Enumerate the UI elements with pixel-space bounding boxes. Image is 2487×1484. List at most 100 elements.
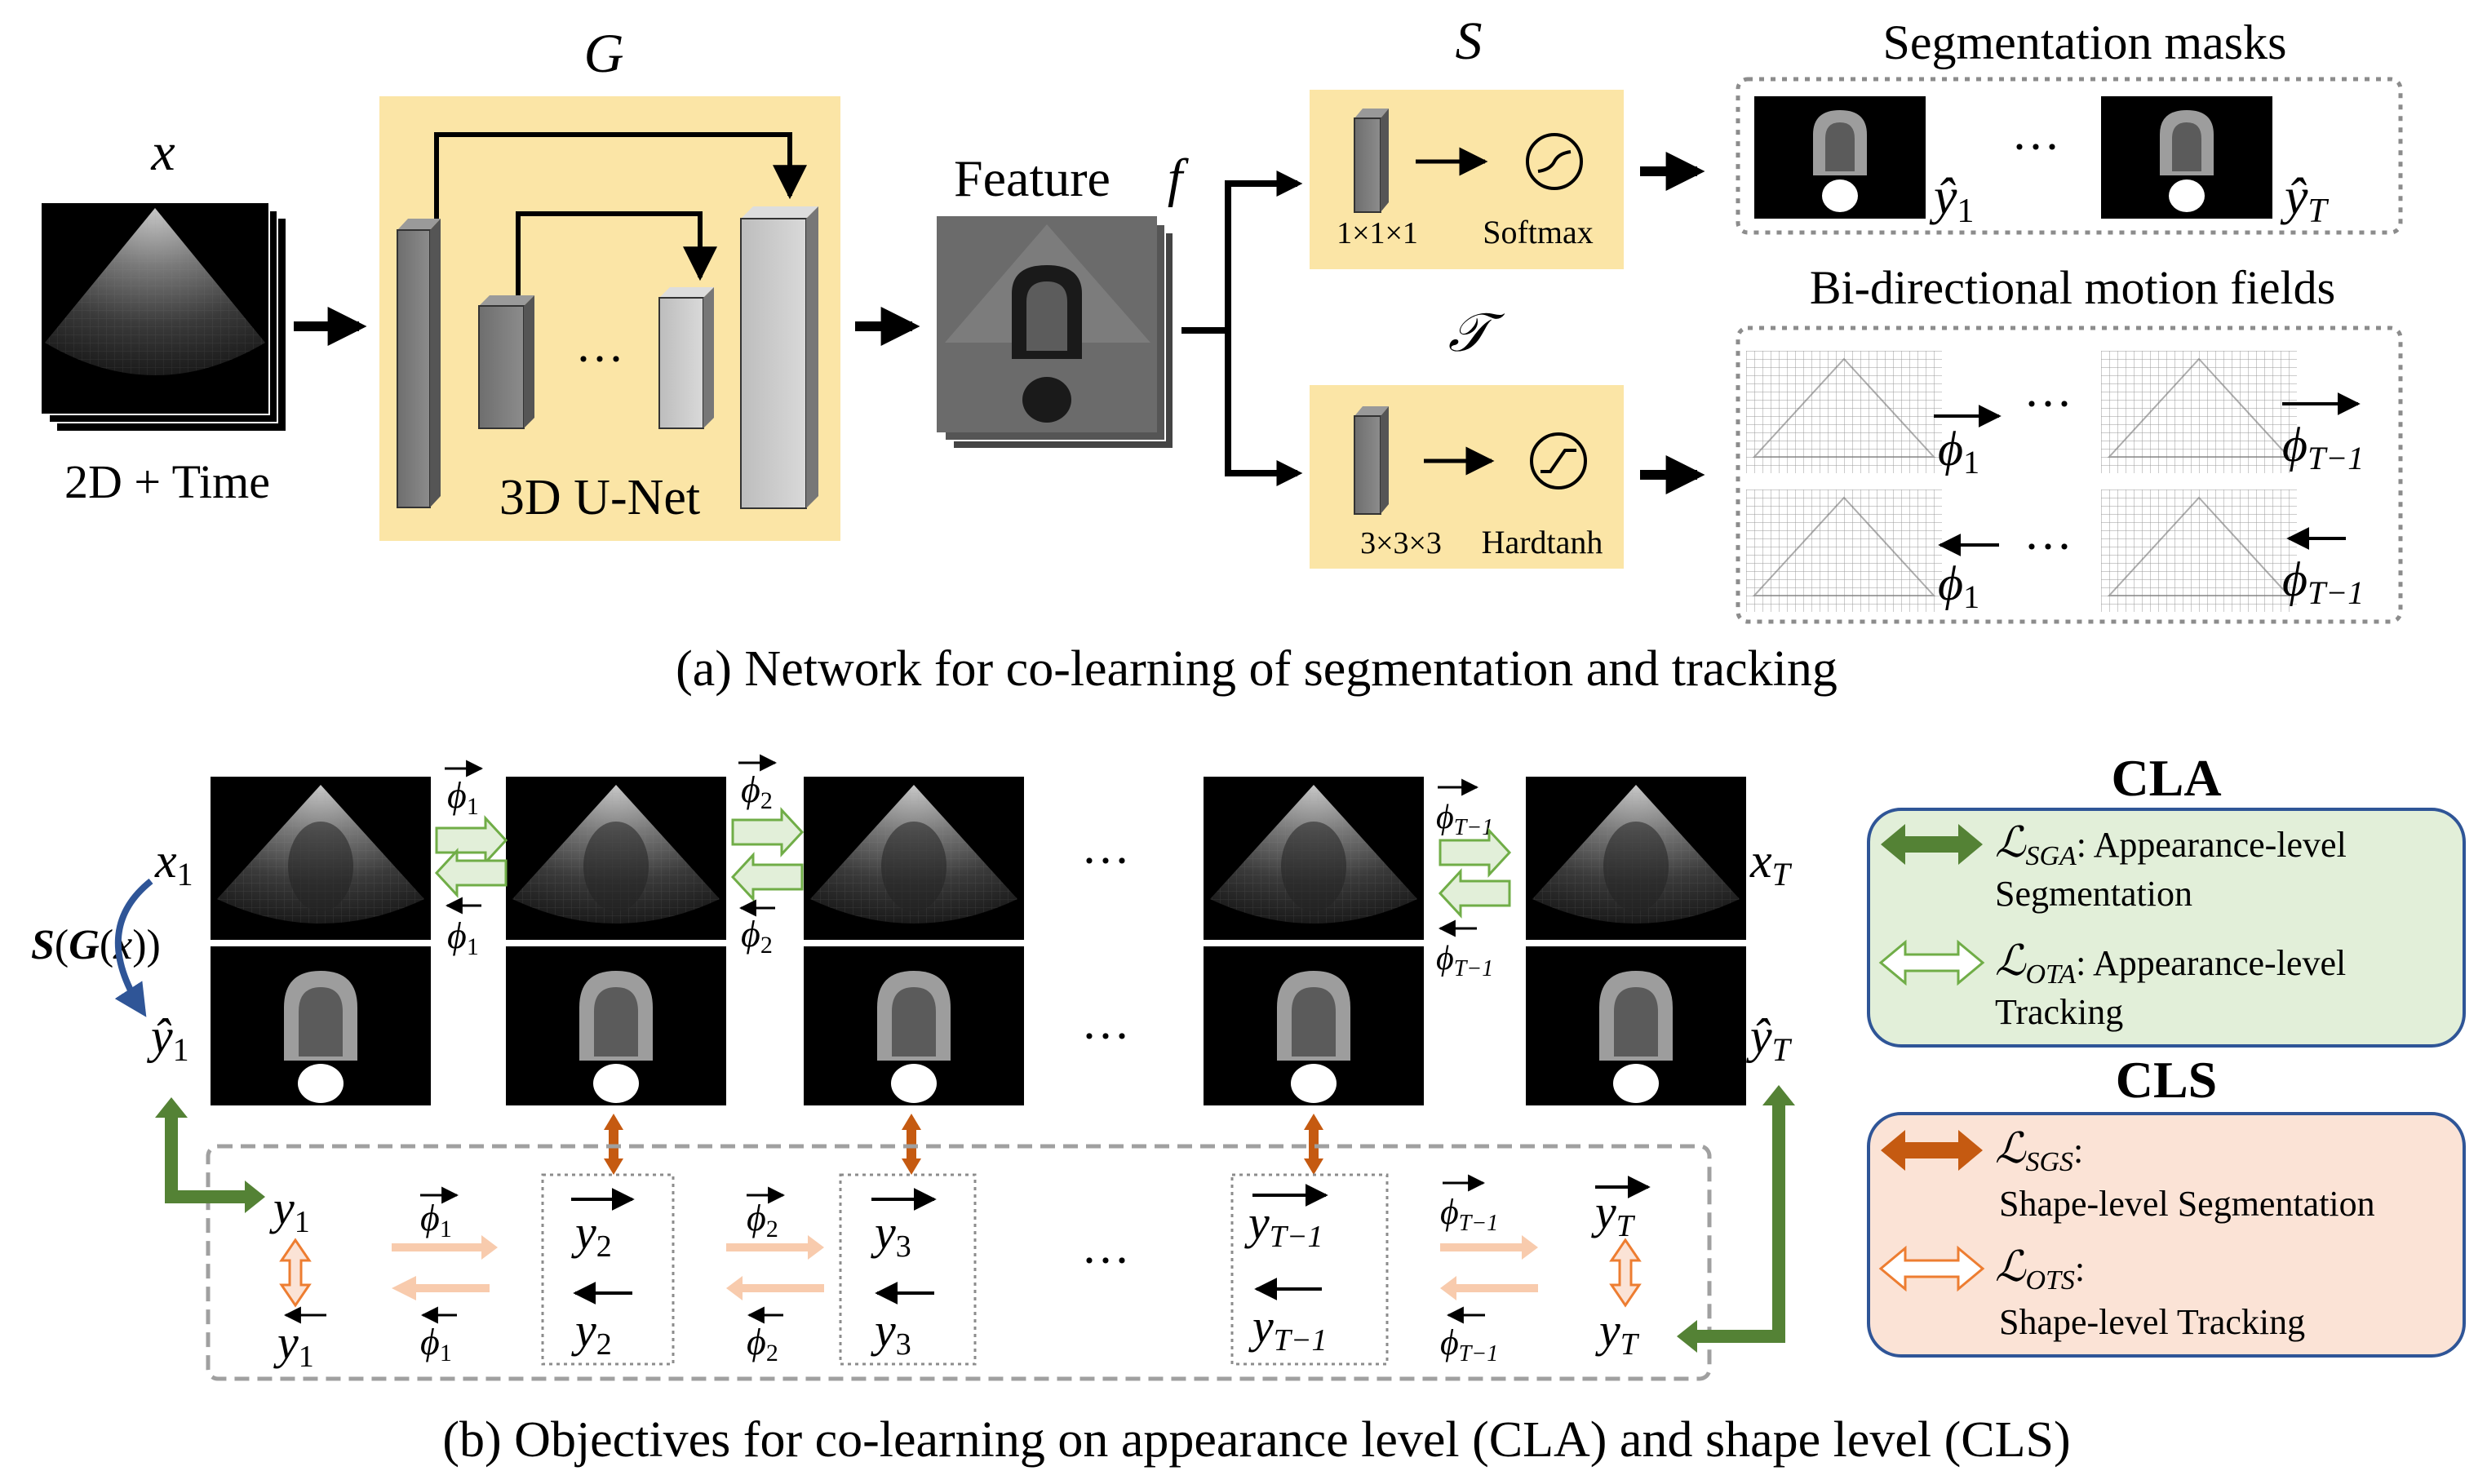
label-yhat1: ŷ1: [146, 1009, 189, 1068]
phi2-fwd-label: ϕ2: [741, 769, 773, 814]
mask-yT: [1526, 946, 1746, 1105]
skip-connection-outer: [434, 132, 807, 219]
sgs-arrow-T-1: [1304, 1114, 1323, 1175]
motion-grid-fwd-first: [1745, 350, 1943, 474]
legend-sgs: ℒSGS:: [1995, 1126, 2083, 1177]
unet-dots: ···: [575, 332, 624, 386]
mask-y2: [506, 946, 726, 1105]
input-label: 2D + Time: [64, 455, 270, 508]
svg-text:yT−1: yT−1: [1244, 1196, 1323, 1254]
svg-text:ϕT−1: ϕT−1: [1440, 1192, 1498, 1236]
mask-y1: [211, 946, 431, 1105]
y1-bwd: y1: [273, 1316, 314, 1374]
sga-arrow-left: [155, 1097, 265, 1213]
legend-sga: ℒSGA: Appearance-level: [1995, 820, 2347, 871]
legend-sgs-line2: Shape-level Segmentation: [1999, 1184, 2375, 1224]
legend-cls-title: CLS: [2116, 1051, 2218, 1109]
unet-label: 3D U-Net: [499, 470, 700, 525]
ota-legend-icon: [1878, 939, 1985, 986]
shape-dots: ···: [1081, 1234, 1130, 1287]
svg-text:yT: yT: [1595, 1304, 1640, 1362]
seg-head-activation: Softmax: [1483, 214, 1594, 250]
frame-dots-bottom: ···: [1081, 1009, 1130, 1063]
motion-fwd-dots: ···: [2024, 377, 2072, 431]
phi2-bwd-label: ϕ2: [741, 913, 773, 959]
mask-last: [2101, 96, 2272, 219]
label-yhatT: ŷT: [1745, 1009, 1793, 1068]
mask-first: [1754, 96, 1926, 219]
shape-y3: y3 y3: [871, 1188, 937, 1362]
unet-bars: [397, 206, 818, 509]
panel-a: x 2D + Time G ··· 3D U-Net: [40, 11, 2403, 697]
legend-ota-line2: Tracking: [1995, 992, 2123, 1032]
motion-grid-bwd-last: [2100, 489, 2298, 613]
shape-y1: y1 y1: [269, 1181, 326, 1374]
unet-symbol-g: G: [583, 22, 623, 84]
hardtanh-icon: [1530, 432, 1587, 489]
svg-text:yT−1: yT−1: [1248, 1300, 1328, 1358]
input-ultrasound-stack: [40, 202, 286, 431]
input-var-x: x: [150, 122, 175, 182]
seg-masks-title: Segmentation masks: [1883, 16, 2287, 69]
y1-fwd: y1: [269, 1181, 310, 1239]
motion-grid-fwd-last: [2100, 350, 2298, 474]
mask-dots: ···: [2011, 120, 2060, 174]
phi-bwd-first-label: ϕ1: [1938, 556, 1979, 615]
phiT1-fwd-arrow: [1439, 827, 1512, 878]
shape-phiT-1: ϕT−1 ϕT−1: [1440, 1174, 1538, 1367]
legend-cla-box: [1867, 808, 2466, 1048]
phi1-bwd-label: ϕ1: [447, 915, 479, 960]
phiT1-fwd-label: ϕT−1: [1436, 799, 1493, 840]
motion-grid-bwd-first: [1745, 489, 1943, 613]
phi-pair-1: ϕ1 ϕ1: [434, 760, 508, 960]
svg-text:ϕ2: ϕ2: [747, 1197, 778, 1243]
svg-text:y2: y2: [571, 1206, 612, 1264]
mask-first-label: ŷ1: [1929, 167, 1974, 230]
frame-x2: [506, 777, 726, 940]
sga-arrow-right: [1677, 1085, 1795, 1353]
mask-yT-1: [1204, 946, 1424, 1105]
legend-cls-box: [1867, 1112, 2466, 1358]
frame-xT-1: [1204, 777, 1424, 940]
frame-dots-top: ···: [1081, 834, 1130, 888]
svg-text:y3: y3: [871, 1206, 911, 1264]
phi2-bwd-arrow: [730, 852, 804, 902]
y3-group-box: [839, 1173, 977, 1366]
track-head-conv: [1354, 406, 1389, 515]
svg-text:ϕ2: ϕ2: [747, 1321, 778, 1367]
shape-phi2: ϕ2 ϕ2: [726, 1186, 824, 1367]
mask-y3: [804, 946, 1024, 1105]
panel-b: ··· ··· x1 xT ŷ1 ŷT S(G(x)) ϕ1 ϕ1 ϕ2 ϕ2 …: [31, 754, 2071, 1468]
track-head-activation: Hardtanh: [1482, 524, 1603, 560]
seg-head-symbol: S: [1456, 11, 1483, 71]
yT-1-group-box: [1230, 1173, 1389, 1366]
seg-masks-box: [1736, 77, 2403, 235]
branch-line: [1181, 180, 1289, 476]
frame-xT: [1526, 777, 1746, 940]
phi1-fwd-label: ϕ1: [447, 774, 479, 820]
shape-level-box: [206, 1144, 1712, 1381]
motion-bwd-dots: ···: [2024, 520, 2072, 574]
label-sgx: S(G(x)): [31, 922, 161, 968]
svg-text:ϕ1: ϕ1: [420, 1321, 452, 1367]
panel-a-caption: (a) Network for co-learning of segmentat…: [676, 641, 1838, 697]
track-head-symbol: 𝒯: [1448, 303, 1505, 363]
phi1-bwd-arrow: [434, 848, 508, 898]
softmax-icon: [1526, 133, 1583, 190]
svg-text:y2: y2: [571, 1304, 612, 1362]
feature-var-f: f: [1168, 148, 1189, 208]
phiT1-bwd-arrow: [1438, 868, 1511, 919]
phi-fwd-last-label: ϕT−1: [2282, 418, 2364, 476]
svg-text:ϕ1: ϕ1: [420, 1197, 452, 1243]
ots-arrow-1: [279, 1238, 312, 1308]
phi-pair-T-1: ϕT−1 ϕT−1: [1436, 778, 1512, 981]
svg-text:y3: y3: [871, 1304, 911, 1362]
label-xT: xT: [1749, 834, 1793, 893]
feature-map-stack: [937, 216, 1174, 450]
phiT1-bwd-label: ϕT−1: [1436, 940, 1493, 981]
ots-arrow-T: [1609, 1238, 1642, 1308]
frame-x1: [211, 777, 431, 940]
seg-head-kernel: 1×1×1: [1337, 216, 1418, 250]
shape-phi1: ϕ1 ϕ1: [392, 1186, 498, 1367]
